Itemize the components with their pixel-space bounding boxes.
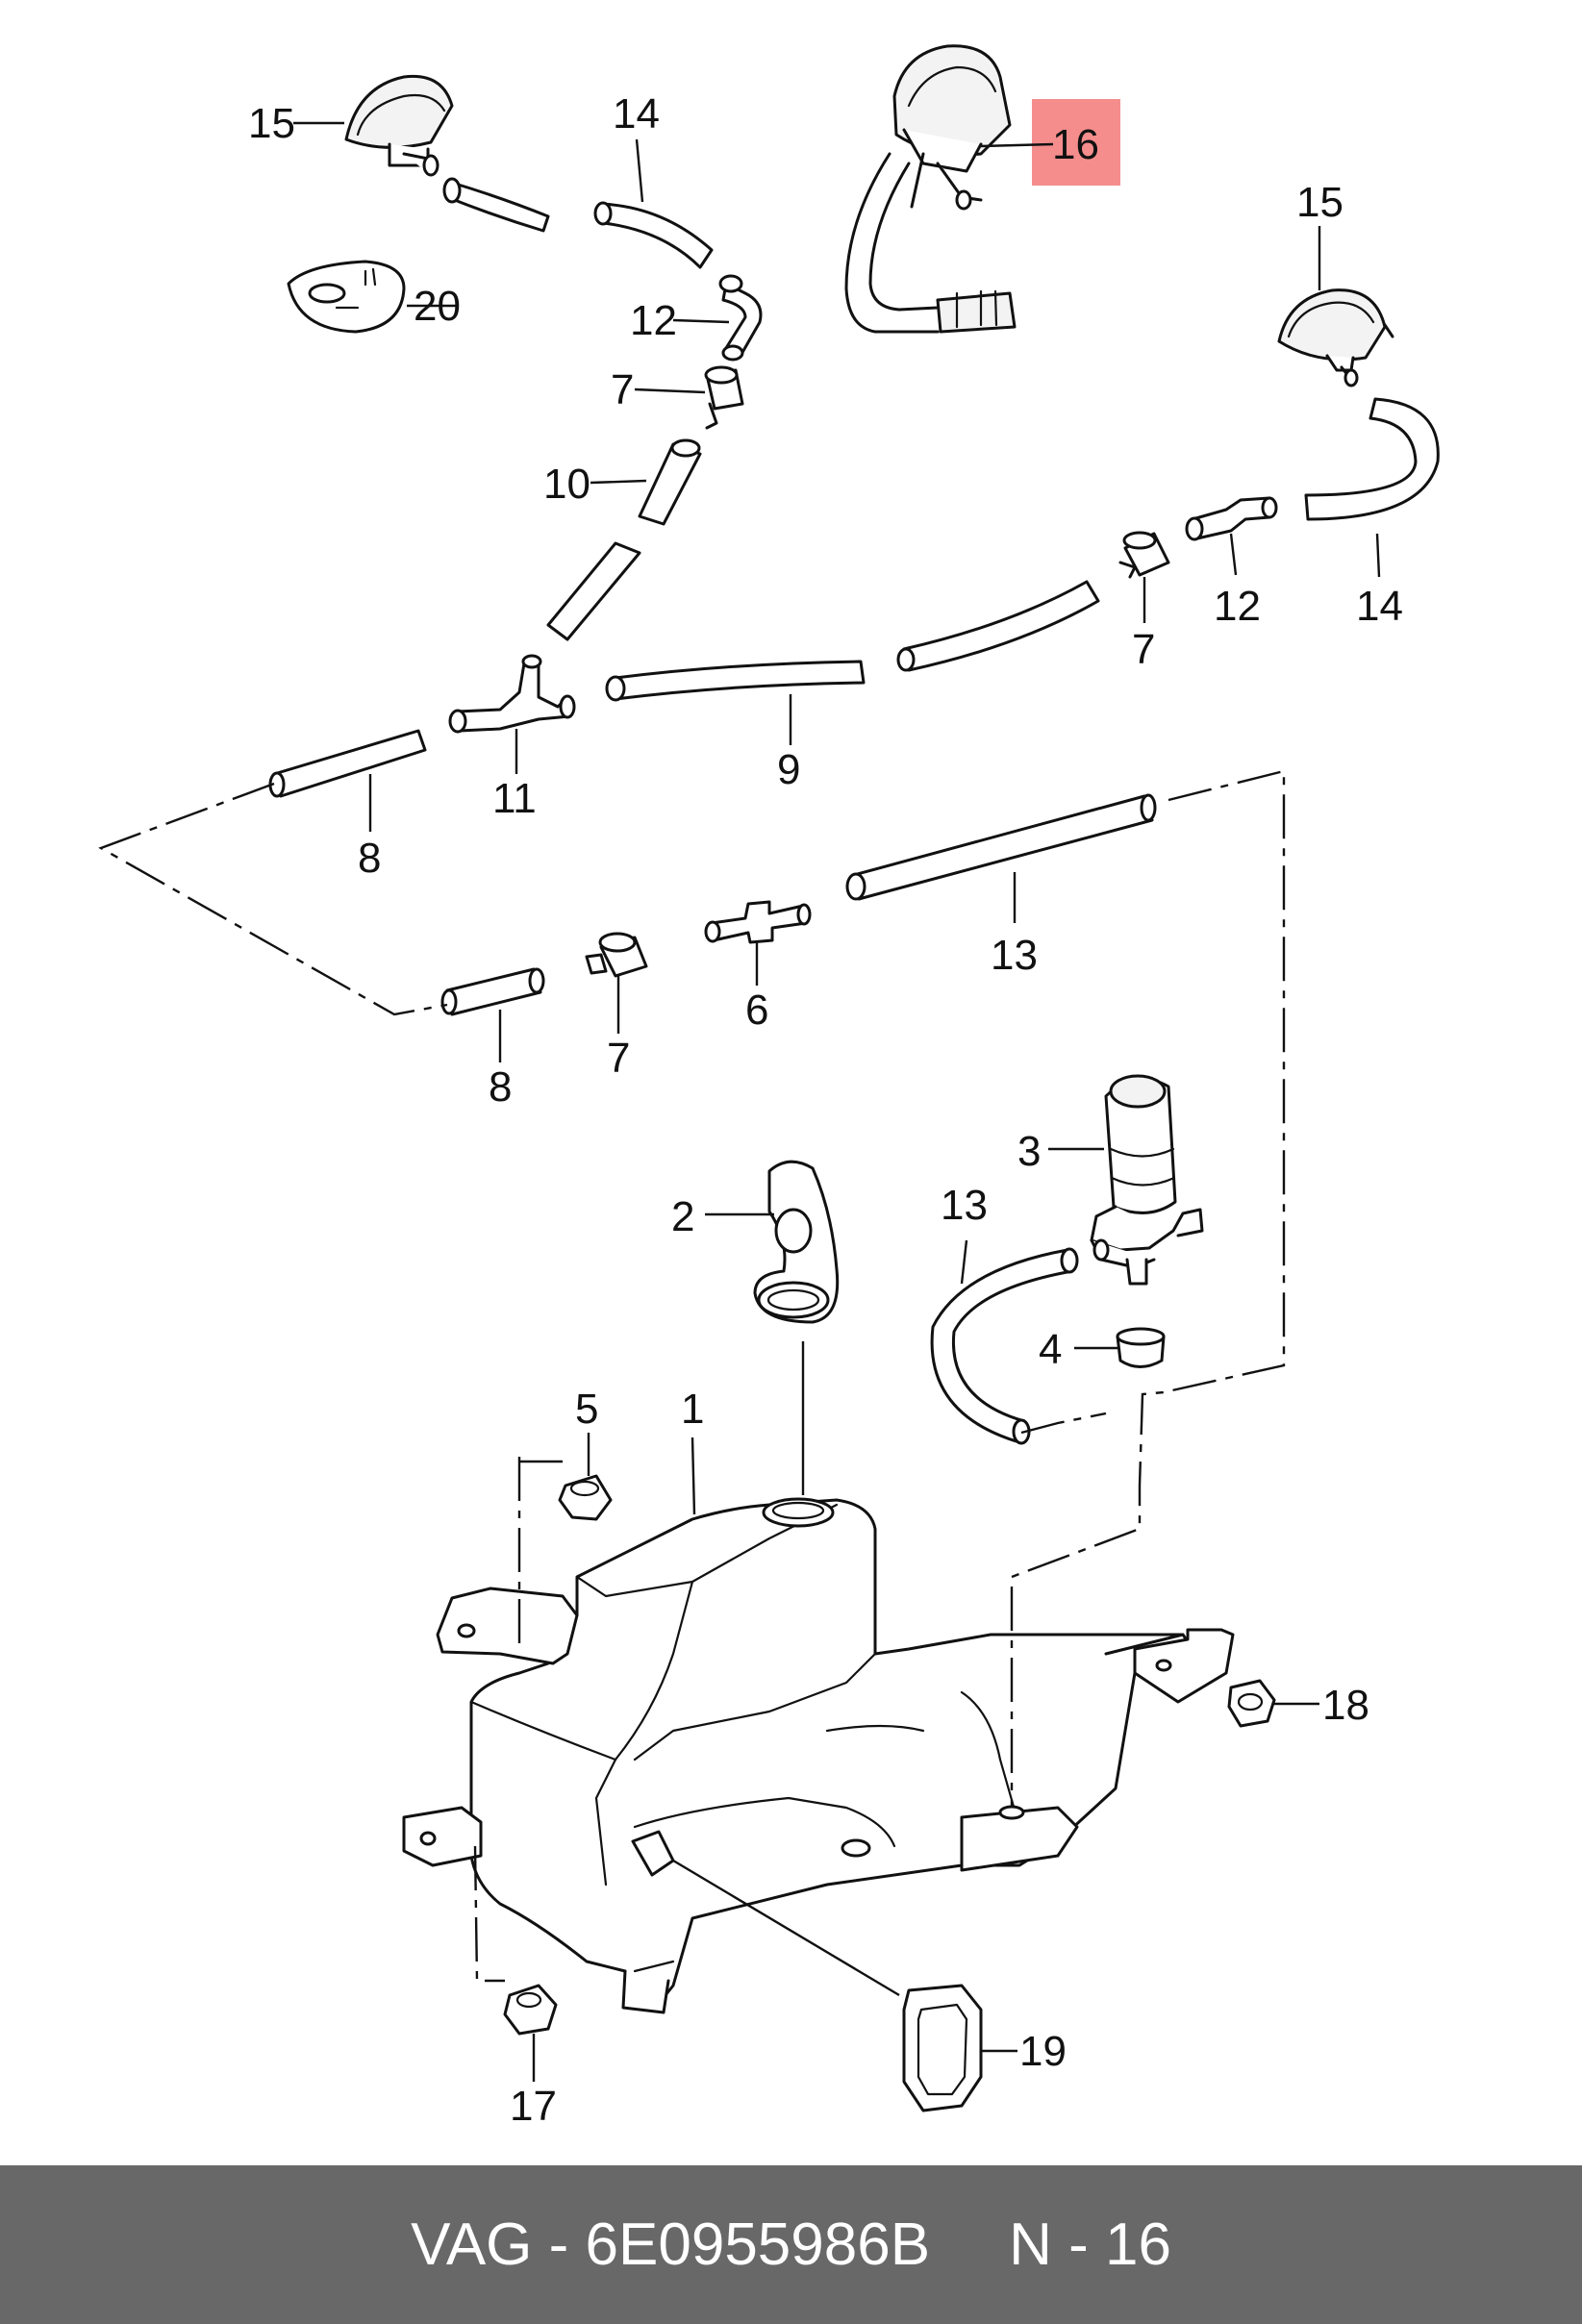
callout-18: 18 bbox=[1322, 1682, 1369, 1729]
washer-reservoir-1 bbox=[402, 1497, 1235, 2014]
connector-7-right bbox=[1118, 531, 1170, 579]
callout-12-right: 12 bbox=[1214, 583, 1261, 630]
elbow-connector-12-upper bbox=[718, 274, 763, 362]
callout-16: 16 bbox=[1052, 121, 1099, 168]
filler-neck-2 bbox=[753, 1160, 840, 1324]
callout-3: 3 bbox=[1017, 1128, 1041, 1175]
nut-18 bbox=[1227, 1679, 1276, 1728]
callout-2: 2 bbox=[671, 1193, 694, 1240]
hose-10 bbox=[546, 438, 702, 641]
callout-5: 5 bbox=[575, 1386, 598, 1433]
connector-7-upper bbox=[704, 365, 744, 430]
assembly-line-8 bbox=[98, 782, 448, 1016]
part-number: 6E0955986B bbox=[585, 2212, 931, 2278]
highlight-box-16 bbox=[1032, 99, 1120, 186]
check-valve-6 bbox=[704, 900, 812, 944]
hose-14-left bbox=[442, 177, 714, 269]
washer-nozzle-16-heated bbox=[844, 44, 1017, 334]
hose-8-upper bbox=[268, 729, 427, 798]
callout-20: 20 bbox=[414, 283, 461, 330]
callout-6: 6 bbox=[745, 987, 768, 1034]
assembly-line-17 bbox=[473, 1845, 505, 1983]
callout-labels: 15 14 20 12 7 10 16 15 14 12 7 9 11 8 13… bbox=[248, 90, 1403, 2130]
nut-5 bbox=[558, 1474, 613, 1521]
hose-14-right bbox=[1304, 397, 1440, 521]
callout-7-upper: 7 bbox=[611, 366, 634, 413]
washer-pump-3 bbox=[1090, 1074, 1204, 1286]
callout-8-upper: 8 bbox=[358, 835, 381, 882]
separator: - bbox=[548, 2212, 569, 2278]
callout-11: 11 bbox=[492, 775, 537, 822]
callout-14-left: 14 bbox=[613, 90, 660, 137]
callout-10: 10 bbox=[543, 461, 590, 508]
hose-8-lower bbox=[440, 967, 545, 1016]
connector-7-lower bbox=[585, 932, 648, 978]
exploded-parts-diagram: 15 14 20 12 7 10 16 15 14 12 7 9 11 8 13… bbox=[98, 44, 1440, 2130]
part-number-banner: VAG - 6E0955986B N - 16 bbox=[0, 2165, 1582, 2324]
callout-7-lower: 7 bbox=[607, 1035, 630, 1082]
washer-nozzle-15-right bbox=[1277, 288, 1394, 387]
callout-13-lower: 13 bbox=[941, 1182, 988, 1229]
position-label: N - 16 bbox=[1009, 2212, 1171, 2278]
brand-label: VAG bbox=[411, 2212, 533, 2278]
callout-15-right: 15 bbox=[1296, 179, 1343, 226]
callout-7-right: 7 bbox=[1132, 626, 1155, 673]
grommet-cover-20 bbox=[287, 260, 406, 334]
elbow-connector-12-right bbox=[1185, 496, 1278, 541]
callout-19: 19 bbox=[1019, 2028, 1067, 2075]
callout-9: 9 bbox=[777, 746, 800, 793]
y-connector-11 bbox=[448, 654, 576, 734]
pump-grommet-4 bbox=[1116, 1327, 1166, 1368]
callout-17: 17 bbox=[510, 2083, 557, 2130]
leader-lines bbox=[293, 121, 1381, 2082]
hose-9 bbox=[605, 580, 1100, 702]
callout-1: 1 bbox=[681, 1386, 704, 1433]
nut-17 bbox=[503, 1984, 558, 2036]
callout-4: 4 bbox=[1039, 1326, 1062, 1373]
hose-13-lower bbox=[930, 1247, 1079, 1445]
callout-13-upper: 13 bbox=[991, 932, 1038, 979]
assembly-line-13 bbox=[1010, 769, 1286, 1808]
callout-8-lower: 8 bbox=[489, 1063, 512, 1111]
callout-14-right: 14 bbox=[1356, 583, 1403, 630]
washer-nozzle-15-left bbox=[344, 74, 454, 177]
callout-12-upper: 12 bbox=[630, 297, 677, 344]
assembly-line-13-lower bbox=[1020, 1412, 1107, 1435]
hose-13-upper bbox=[845, 793, 1157, 901]
diagram-svg: 15 14 20 12 7 10 16 15 14 12 7 9 11 8 13… bbox=[98, 44, 1440, 2130]
seal-ring-19 bbox=[902, 1984, 983, 2112]
callout-15-left: 15 bbox=[248, 100, 295, 147]
